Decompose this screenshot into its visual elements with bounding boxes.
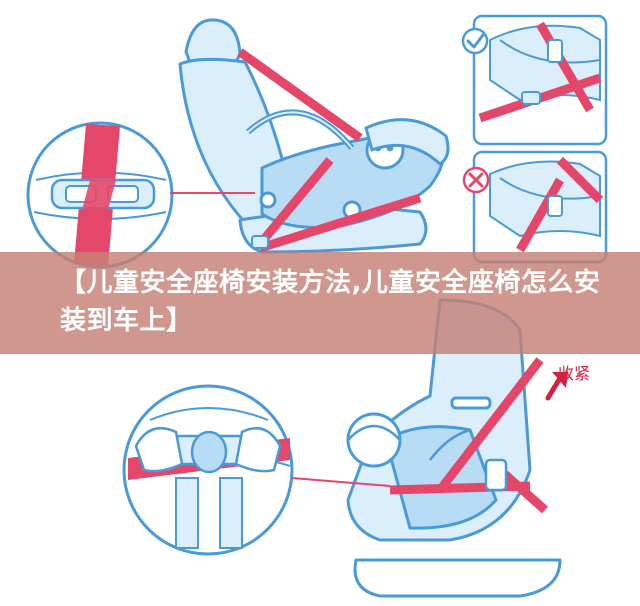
page-title: 【儿童安全座椅安装方法,儿童安全座椅怎么安装到车上】: [60, 268, 601, 336]
cross-mark-icon: [462, 166, 490, 194]
title-banner: 【儿童安全座椅安装方法,儿童安全座椅怎么安装到车上】: [0, 252, 640, 354]
tighten-label: 收紧: [558, 364, 591, 383]
top-seat-belts: [237, 48, 422, 253]
correct-install-panel: [472, 14, 608, 146]
chest-clip-detail-circle: [122, 384, 294, 556]
callout-line-bottom: [291, 477, 391, 487]
tighten-arrow-icon: [545, 372, 568, 401]
bottom-belt-clip: [484, 458, 508, 492]
check-mark-icon: [461, 27, 489, 55]
clip-detail-circle: [26, 121, 174, 269]
top-belt-buckle: [251, 235, 269, 249]
wrong-install-panel: [472, 150, 608, 264]
